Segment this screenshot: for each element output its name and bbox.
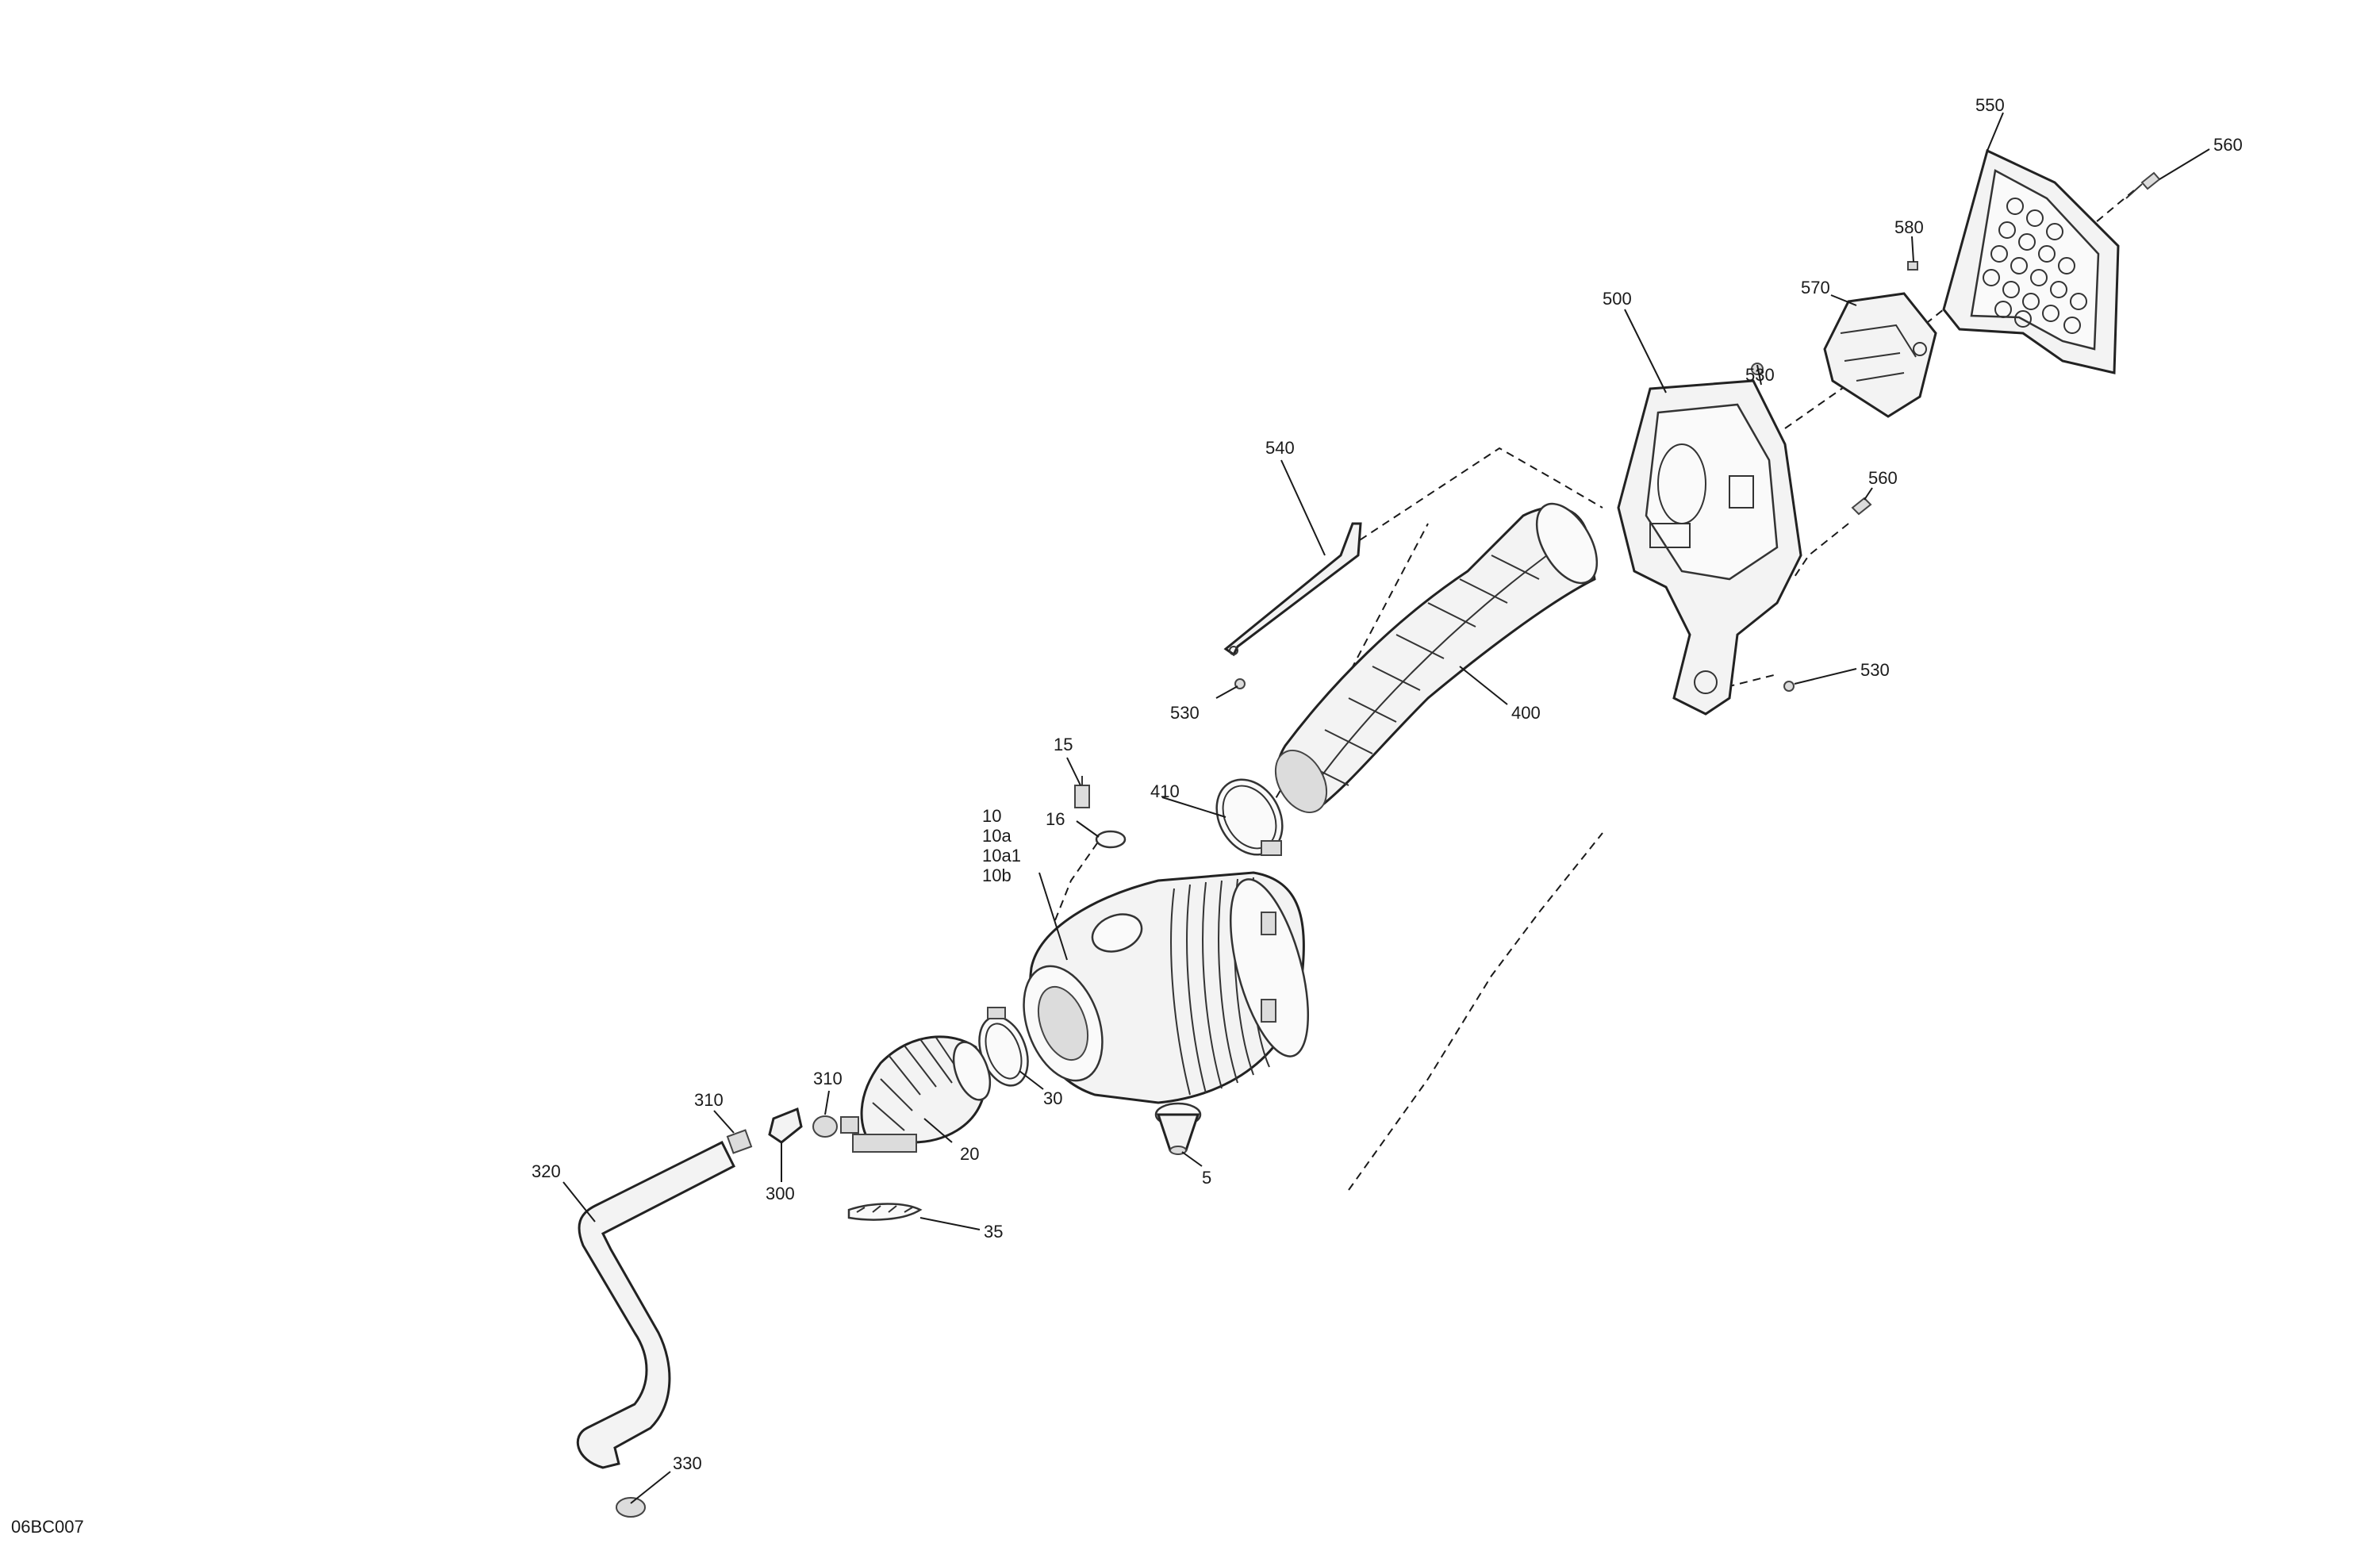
callout-30: 30 [1043,1088,1062,1108]
callout-550: 550 [1975,95,2005,115]
part-310-fitting-right [812,1115,838,1138]
figure-id: 06BC007 [11,1517,84,1537]
leader-lines [562,112,2210,1504]
part-330-clamp [616,1497,646,1518]
part-5-drain [1154,1102,1202,1155]
callout-580: 580 [1894,217,1924,237]
callout-530-top: 530 [1745,365,1775,385]
part-540-strap [1223,522,1362,657]
part-16-washer [1095,830,1127,849]
callout-560-mid: 560 [1868,468,1898,488]
callout-540: 540 [1265,438,1295,458]
part-400-duct [1274,502,1599,813]
part-10-airbox [1023,871,1310,1104]
screw-560-top [2125,171,2161,199]
callout-400: 400 [1511,703,1541,723]
part-570-cover [1823,292,1937,418]
callout-10: 10 [982,806,1001,826]
callout-530-right: 530 [1860,660,1890,680]
part-310-fitting-left [726,1129,753,1154]
callout-10a: 10a [982,826,1012,846]
part-35-clamp [847,1203,923,1221]
callout-530-left: 530 [1170,703,1200,723]
callout-310-right: 310 [813,1069,843,1088]
callout-16: 16 [1046,809,1065,829]
callout-310-left: 310 [694,1090,724,1110]
part-30-clamp [978,1007,1029,1087]
part-550-grille [1942,148,2120,374]
part-20-elbow [840,1035,992,1153]
callout-20: 20 [960,1144,979,1164]
screw-530-right [1783,681,1795,692]
part-410-clamp [1215,778,1284,856]
part-300-fitting [768,1107,803,1144]
part-500-bracket [1617,379,1802,716]
callout-500: 500 [1603,289,1632,309]
callout-35: 35 [984,1222,1003,1242]
callout-560-top: 560 [2213,135,2243,155]
callout-10a1: 10a1 [982,846,1021,866]
screw-580 [1907,261,1918,271]
callout-410: 410 [1150,781,1180,801]
callout-5: 5 [1202,1168,1211,1188]
callout-320: 320 [532,1161,561,1181]
screw-560-mid [1851,497,1872,516]
callout-300: 300 [766,1184,795,1203]
callout-10b: 10b [982,866,1012,885]
callout-labels: 550 560 580 570 500 530 560 530 540 530 … [11,95,2243,1537]
part-15-screw [1074,776,1090,808]
part-320-hose [576,1140,736,1469]
callout-15: 15 [1054,735,1073,754]
callout-330: 330 [673,1453,702,1473]
callout-570: 570 [1801,278,1830,297]
